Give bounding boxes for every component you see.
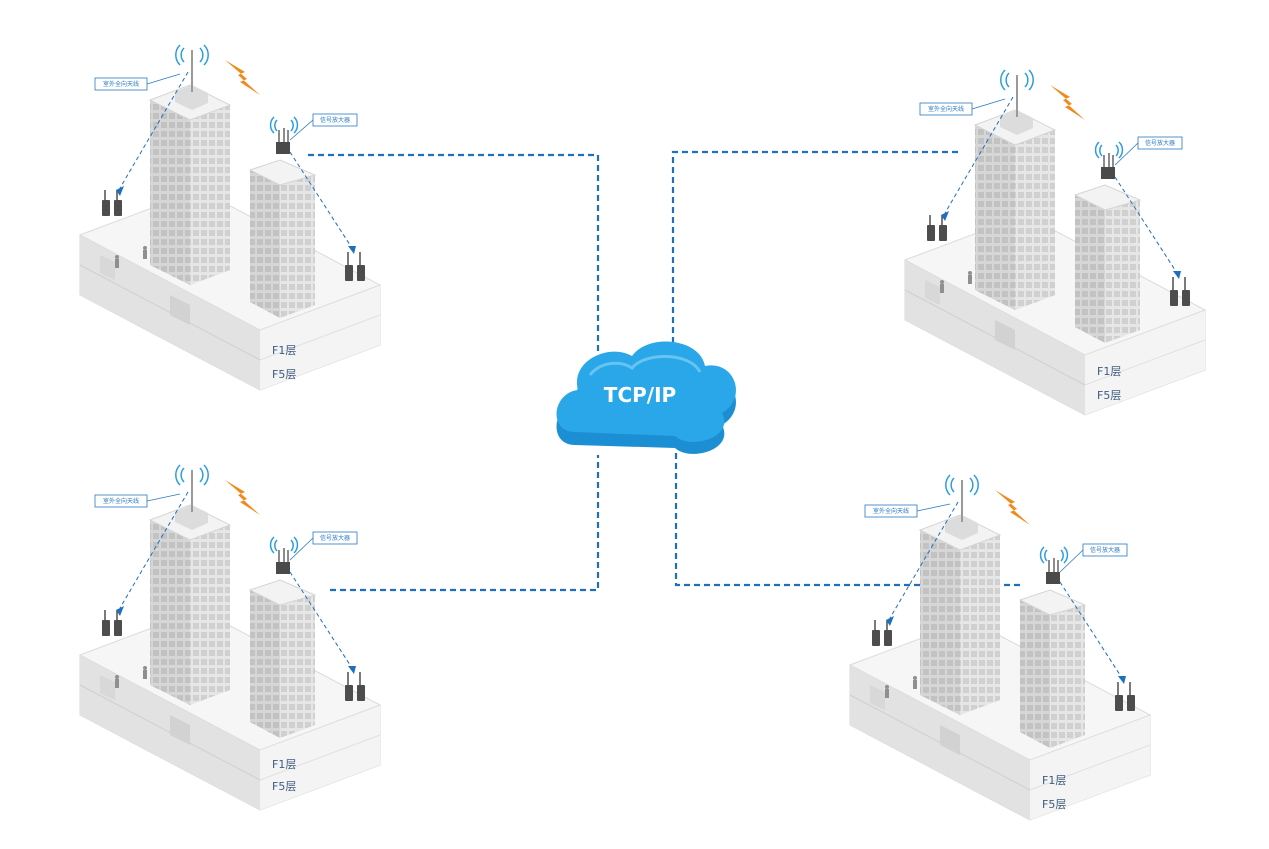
floor-label-upper: F1层 [272,344,296,357]
antenna-tag: 室外全向天线 [919,98,1006,116]
floor-label-lower: F5层 [1042,798,1066,811]
floor-label-upper: F1层 [272,758,296,771]
backbone-links [308,150,1020,592]
svg-text:信号放大器: 信号放大器 [320,534,350,542]
svg-text:信号放大器: 信号放大器 [320,116,350,124]
link-top-left [308,153,600,355]
amplifier-tag: 信号放大器 [1114,136,1183,166]
cloud-icon [556,341,736,454]
svg-text:室外全向天线: 室外全向天线 [103,80,139,88]
antenna-tag: 室外全向天线 [94,493,181,508]
floor-label-lower: F5层 [272,780,296,793]
floor-label-lower: F5层 [272,368,296,381]
cloud-label: TCP/IP [604,383,676,407]
link-top-right [671,150,958,355]
amplifier-tag: 信号放大器 [289,113,358,141]
svg-text:室外全向天线: 室外全向天线 [103,497,139,505]
amplifier-tag: 信号放大器 [1059,543,1128,573]
svg-text:室外全向天线: 室外全向天线 [928,105,964,113]
antenna-tag: 室外全向天线 [94,73,181,91]
link-bottom-left [330,455,600,592]
floor-label-lower: F5层 [1097,389,1121,402]
site-bottom-left: 室外全向天线 信号放大器 F1层 F5层 [79,464,381,811]
svg-text:信号放大器: 信号放大器 [1090,546,1120,554]
floor-label-upper: F1层 [1097,365,1121,378]
site-top-right: 室外全向天线 信号放大器 F1层 F5层 [904,69,1206,416]
antenna-tag: 室外全向天线 [864,503,951,518]
amplifier-tag: 信号放大器 [289,531,358,561]
svg-text:信号放大器: 信号放大器 [1145,139,1175,147]
site-bottom-right: 室外全向天线 信号放大器 F1层 F5层 [849,474,1151,821]
site-top-left: 室外全向天线 信号放大器 F1层 F5层 [79,44,381,391]
svg-text:室外全向天线: 室外全向天线 [873,507,909,515]
tcpip-cloud: TCP/IP [556,341,736,454]
floor-label-upper: F1层 [1042,774,1066,787]
link-bottom-right [674,450,1020,587]
